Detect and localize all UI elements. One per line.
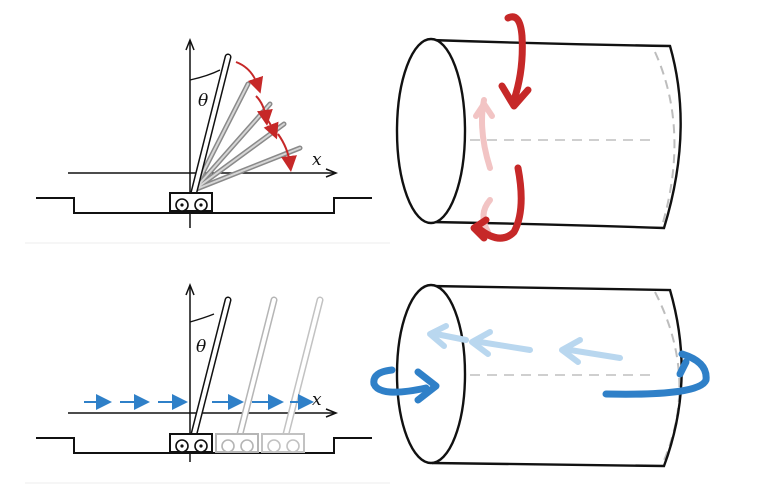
x-axis-label: x: [312, 150, 322, 170]
track: [36, 197, 372, 214]
rotation-arrows: [470, 13, 532, 242]
x-axis-arrowhead: [325, 408, 339, 418]
rotation-arrows-faint: [473, 97, 495, 235]
cylinder-front-face: [395, 283, 467, 465]
rotation-arrows: [235, 61, 297, 172]
cylinder-front-face: [395, 37, 467, 225]
pendulum-rod: [190, 53, 232, 196]
theta-label: θ: [198, 91, 208, 111]
theta-label: θ: [196, 337, 206, 357]
rotation-cart-panel: x θ: [36, 37, 372, 228]
ghost-cart-positions: [215, 296, 324, 453]
axial-arrows-faint: [427, 323, 623, 365]
axial-rotation-arrows: [370, 350, 710, 404]
cylinder-body: [429, 284, 683, 468]
rotation-cylinder-panel: [395, 13, 682, 242]
translation-cylinder-panel: [370, 283, 710, 468]
cart: [169, 192, 213, 212]
cylinder-back-edge: [654, 51, 676, 227]
x-axis-label: x: [312, 390, 322, 410]
vertical-axis-arrowhead: [185, 282, 195, 296]
cylinder-body: [429, 38, 682, 230]
cart: [169, 433, 213, 453]
vertical-axis-arrowhead: [185, 37, 195, 51]
pendulum-rod: [190, 296, 232, 438]
angle-arc: [189, 69, 221, 81]
angle-arc: [189, 313, 215, 323]
x-axis-arrowhead: [325, 168, 339, 178]
translation-cart-panel: x θ: [36, 282, 372, 462]
